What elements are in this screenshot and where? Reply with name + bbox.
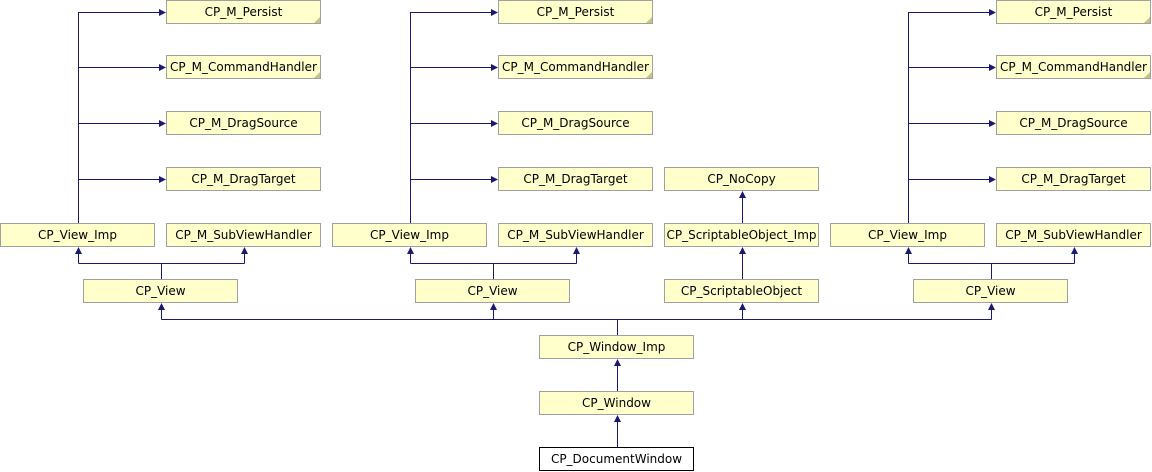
arrowhead (739, 303, 746, 310)
node-cp-documentwindow: CP_DocumentWindow (539, 447, 694, 471)
arrowhead (159, 120, 166, 127)
node-cp-scriptableobject-imp[interactable]: CP_ScriptableObject_Imp (664, 223, 819, 247)
node-cp-window[interactable]: CP_Window (539, 391, 694, 415)
node-cp-m-commandhandler[interactable]: CP_M_CommandHandler (166, 55, 321, 79)
arrowhead (739, 191, 746, 198)
node-cp-view-imp[interactable]: CP_View_Imp (332, 223, 487, 247)
arrowhead (989, 176, 996, 183)
node-cp-view[interactable]: CP_View (415, 279, 570, 303)
node-cp-m-dragtarget[interactable]: CP_M_DragTarget (996, 167, 1151, 191)
node-cp-m-commandhandler[interactable]: CP_M_CommandHandler (498, 55, 653, 79)
node-cp-m-persist[interactable]: CP_M_Persist (166, 0, 321, 24)
arrowhead (989, 120, 996, 127)
node-cp-m-dragtarget[interactable]: CP_M_DragTarget (498, 167, 653, 191)
node-cp-m-dragsource[interactable]: CP_M_DragSource (996, 111, 1151, 135)
node-cp-m-dragtarget[interactable]: CP_M_DragTarget (166, 167, 321, 191)
node-cp-m-persist[interactable]: CP_M_Persist (996, 0, 1151, 24)
arrowhead (158, 303, 165, 310)
arrowhead (491, 9, 498, 16)
arrowhead (159, 9, 166, 16)
arrowhead (75, 247, 82, 254)
arrowhead (573, 247, 580, 254)
arrowhead (614, 415, 621, 422)
arrowhead (490, 303, 497, 310)
node-cp-m-dragsource[interactable]: CP_M_DragSource (498, 111, 653, 135)
arrowhead (1071, 247, 1078, 254)
arrowhead (491, 176, 498, 183)
node-cp-m-subviewhandler[interactable]: CP_M_SubViewHandler (498, 223, 653, 247)
node-cp-m-persist[interactable]: CP_M_Persist (498, 0, 653, 24)
arrowhead (988, 303, 995, 310)
node-cp-m-dragsource[interactable]: CP_M_DragSource (166, 111, 321, 135)
arrowhead (159, 176, 166, 183)
node-cp-view-imp[interactable]: CP_View_Imp (830, 223, 985, 247)
arrowhead (241, 247, 248, 254)
node-cp-window-imp[interactable]: CP_Window_Imp (539, 335, 694, 359)
node-cp-scriptableobject[interactable]: CP_ScriptableObject (664, 279, 819, 303)
arrowhead (614, 359, 621, 366)
arrowhead (739, 247, 746, 254)
node-cp-m-subviewhandler[interactable]: CP_M_SubViewHandler (166, 223, 321, 247)
arrowhead (989, 9, 996, 16)
node-cp-view-imp[interactable]: CP_View_Imp (0, 223, 155, 247)
arrowhead (905, 247, 912, 254)
node-cp-nocopy[interactable]: CP_NoCopy (664, 167, 819, 191)
arrowhead (491, 120, 498, 127)
arrowhead (989, 64, 996, 71)
node-cp-m-subviewhandler[interactable]: CP_M_SubViewHandler (996, 223, 1151, 247)
node-cp-m-commandhandler[interactable]: CP_M_CommandHandler (996, 55, 1151, 79)
arrowhead (407, 247, 414, 254)
arrowhead (491, 64, 498, 71)
arrowhead (159, 64, 166, 71)
node-cp-view[interactable]: CP_View (913, 279, 1068, 303)
node-cp-view[interactable]: CP_View (83, 279, 238, 303)
